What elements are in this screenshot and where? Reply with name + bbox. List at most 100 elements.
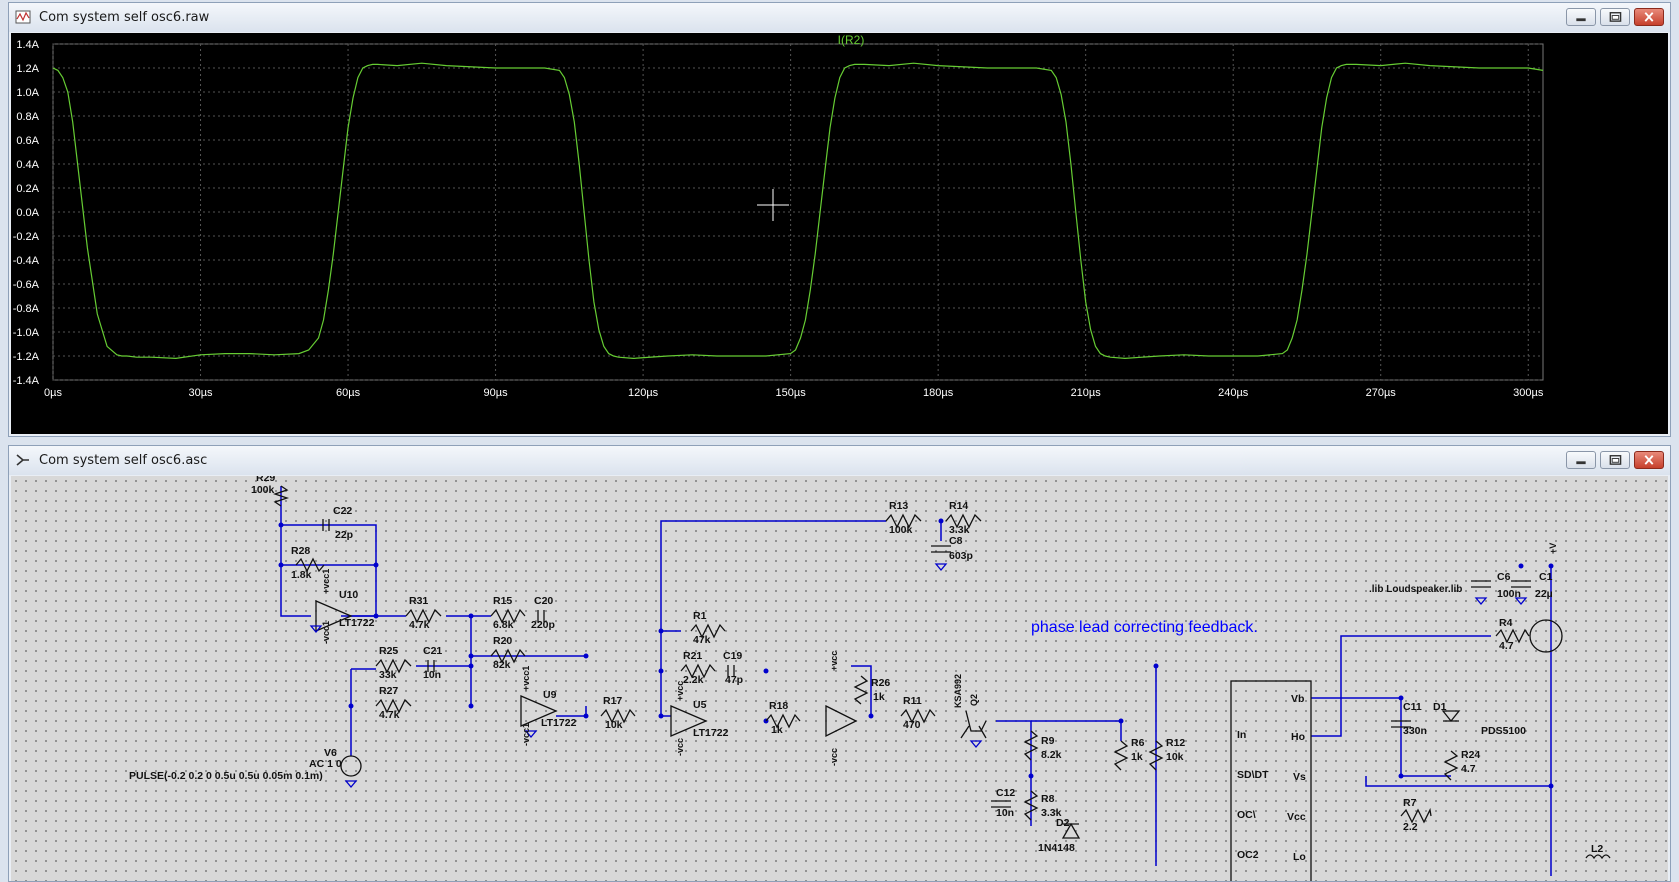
label-R29: R29 — [256, 476, 275, 484]
label-C6: C6 — [1497, 571, 1511, 583]
label-U5-vcc: +vcc — [675, 681, 685, 701]
close-button[interactable] — [1634, 8, 1664, 26]
label-R18: R18 — [769, 700, 788, 712]
label-R31: R31 — [409, 595, 428, 607]
R9-body — [1023, 730, 1039, 761]
x-tick-label: 60µs — [336, 387, 361, 399]
label-R20-value: 82k — [493, 659, 511, 671]
R25-body — [375, 658, 412, 674]
maximize-button[interactable] — [1600, 451, 1630, 469]
label-R12-value: 10k — [1166, 751, 1184, 763]
schematic-drawing[interactable]: R29100kC2222pR281.8kU10LT1722+vcc1-vcc1R… — [11, 476, 1668, 881]
label-R7: R7 — [1403, 797, 1417, 809]
C12-body — [991, 800, 1011, 808]
junctions — [278, 518, 1554, 789]
label-U5-part: LT1722 — [693, 727, 729, 739]
C19-body — [727, 665, 735, 677]
driver-ic-body — [1230, 680, 1312, 881]
R27-body — [375, 698, 412, 714]
R26-body — [853, 675, 869, 705]
label-C8-value: 603p — [949, 550, 973, 562]
label-R6: R6 — [1131, 737, 1145, 749]
Q2-body — [960, 710, 987, 739]
C22-body — [322, 519, 330, 531]
y-tick-label: 0.2A — [16, 183, 39, 195]
y-tick-label: -1.0A — [13, 327, 40, 339]
R12-body — [1148, 740, 1164, 771]
label-R31-value: 4.7k — [409, 619, 430, 631]
C21-body — [427, 660, 435, 672]
label-U9-part: LT1722 — [541, 717, 577, 729]
close-icon — [1644, 455, 1654, 465]
label-R6-value: 1k — [1131, 751, 1143, 763]
waveform-chart[interactable]: 1.4A1.2A1.0A0.8A0.6A0.4A0.2A0.0A-0.2A-0.… — [11, 33, 1668, 432]
label-R13-value: 100k — [889, 524, 913, 536]
D2-body — [1061, 822, 1081, 839]
U9-body — [520, 695, 558, 727]
label-C6-value: 100n — [1497, 588, 1521, 600]
label-C1-value: 22µ — [1535, 588, 1553, 600]
waveform-titlebar[interactable]: Com system self osc6.raw — [9, 3, 1670, 32]
y-axis: 1.4A1.2A1.0A0.8A0.6A0.4A0.2A0.0A-0.2A-0.… — [13, 39, 40, 387]
y-tick-label: -1.2A — [13, 351, 40, 363]
label-pin-sddt: SD\DT — [1237, 769, 1269, 781]
close-button[interactable] — [1634, 451, 1664, 469]
label-pin-lo: Lo — [1293, 851, 1306, 863]
minimize-icon — [1576, 461, 1586, 465]
R18-body — [765, 713, 801, 729]
wires — [280, 486, 1552, 876]
label-R14-value: 3.3k — [949, 524, 970, 536]
x-tick-label: 300µs — [1513, 387, 1544, 399]
label-C12-value: 10n — [996, 807, 1014, 819]
R14-body — [945, 513, 982, 529]
label-V6-pulse: PULSE(-0.2 0.2 0 0.5u 0.5u 0.05m 0.1m) — [129, 770, 323, 782]
label-R24-value: 4.7 — [1461, 763, 1476, 775]
trace-label[interactable]: I(R2) — [838, 33, 865, 47]
y-tick-label: -0.2A — [13, 231, 40, 243]
label-R21-value: 2.2k — [683, 674, 704, 686]
label-R13: R13 — [889, 500, 908, 512]
x-tick-label: 30µs — [188, 387, 213, 399]
R29-body — [272, 485, 290, 507]
ground-symbols — [309, 563, 1528, 789]
crosshair-cursor — [757, 189, 789, 221]
label-R27-value: 4.7k — [379, 709, 400, 721]
minimize-button[interactable] — [1566, 8, 1596, 26]
x-tick-label: 180µs — [923, 387, 954, 399]
label-R25: R25 — [379, 645, 398, 657]
R6-body — [1113, 740, 1129, 771]
maximize-button[interactable] — [1600, 8, 1630, 26]
waveform-file-icon — [15, 10, 31, 24]
components[interactable] — [272, 485, 1611, 881]
U10-body — [315, 600, 353, 632]
label-R26-value: 1k — [873, 691, 885, 703]
label-pin-oc2: OC2 — [1237, 849, 1259, 861]
minimize-button[interactable] — [1566, 451, 1596, 469]
x-tick-label: 240µs — [1218, 387, 1249, 399]
label-C22: C22 — [333, 505, 352, 517]
label-R9-value: 8.2k — [1041, 749, 1062, 761]
label-R28-value: 1.8k — [291, 569, 312, 581]
label-R25-value: 33k — [379, 669, 397, 681]
trace-I-R2[interactable] — [52, 62, 1544, 360]
R21-body — [680, 663, 716, 679]
label-C21-value: 10n — [423, 669, 441, 681]
label-C21: C21 — [423, 645, 442, 657]
schematic-titlebar[interactable]: Com system self osc6.asc — [9, 446, 1670, 475]
comment-phase-lead[interactable]: phase lead correcting feedback. — [1031, 619, 1258, 636]
label-R1: R1 — [693, 610, 707, 622]
U5-body — [670, 705, 708, 737]
label-C20-value: 220p — [531, 619, 555, 631]
x-tick-label: 150µs — [776, 387, 807, 399]
y-tick-label: 1.2A — [16, 63, 39, 75]
x-tick-label: 120µs — [628, 387, 659, 399]
y-tick-label: -1.4A — [13, 375, 40, 387]
label-U10: U10 — [339, 589, 358, 601]
label-U9-vcc: +vcc1 — [521, 666, 531, 691]
y-tick-label: -0.4A — [13, 255, 40, 267]
restore-icon — [1609, 455, 1622, 465]
spice-directive[interactable]: .lib Loudspeaker.lib — [1369, 584, 1462, 595]
